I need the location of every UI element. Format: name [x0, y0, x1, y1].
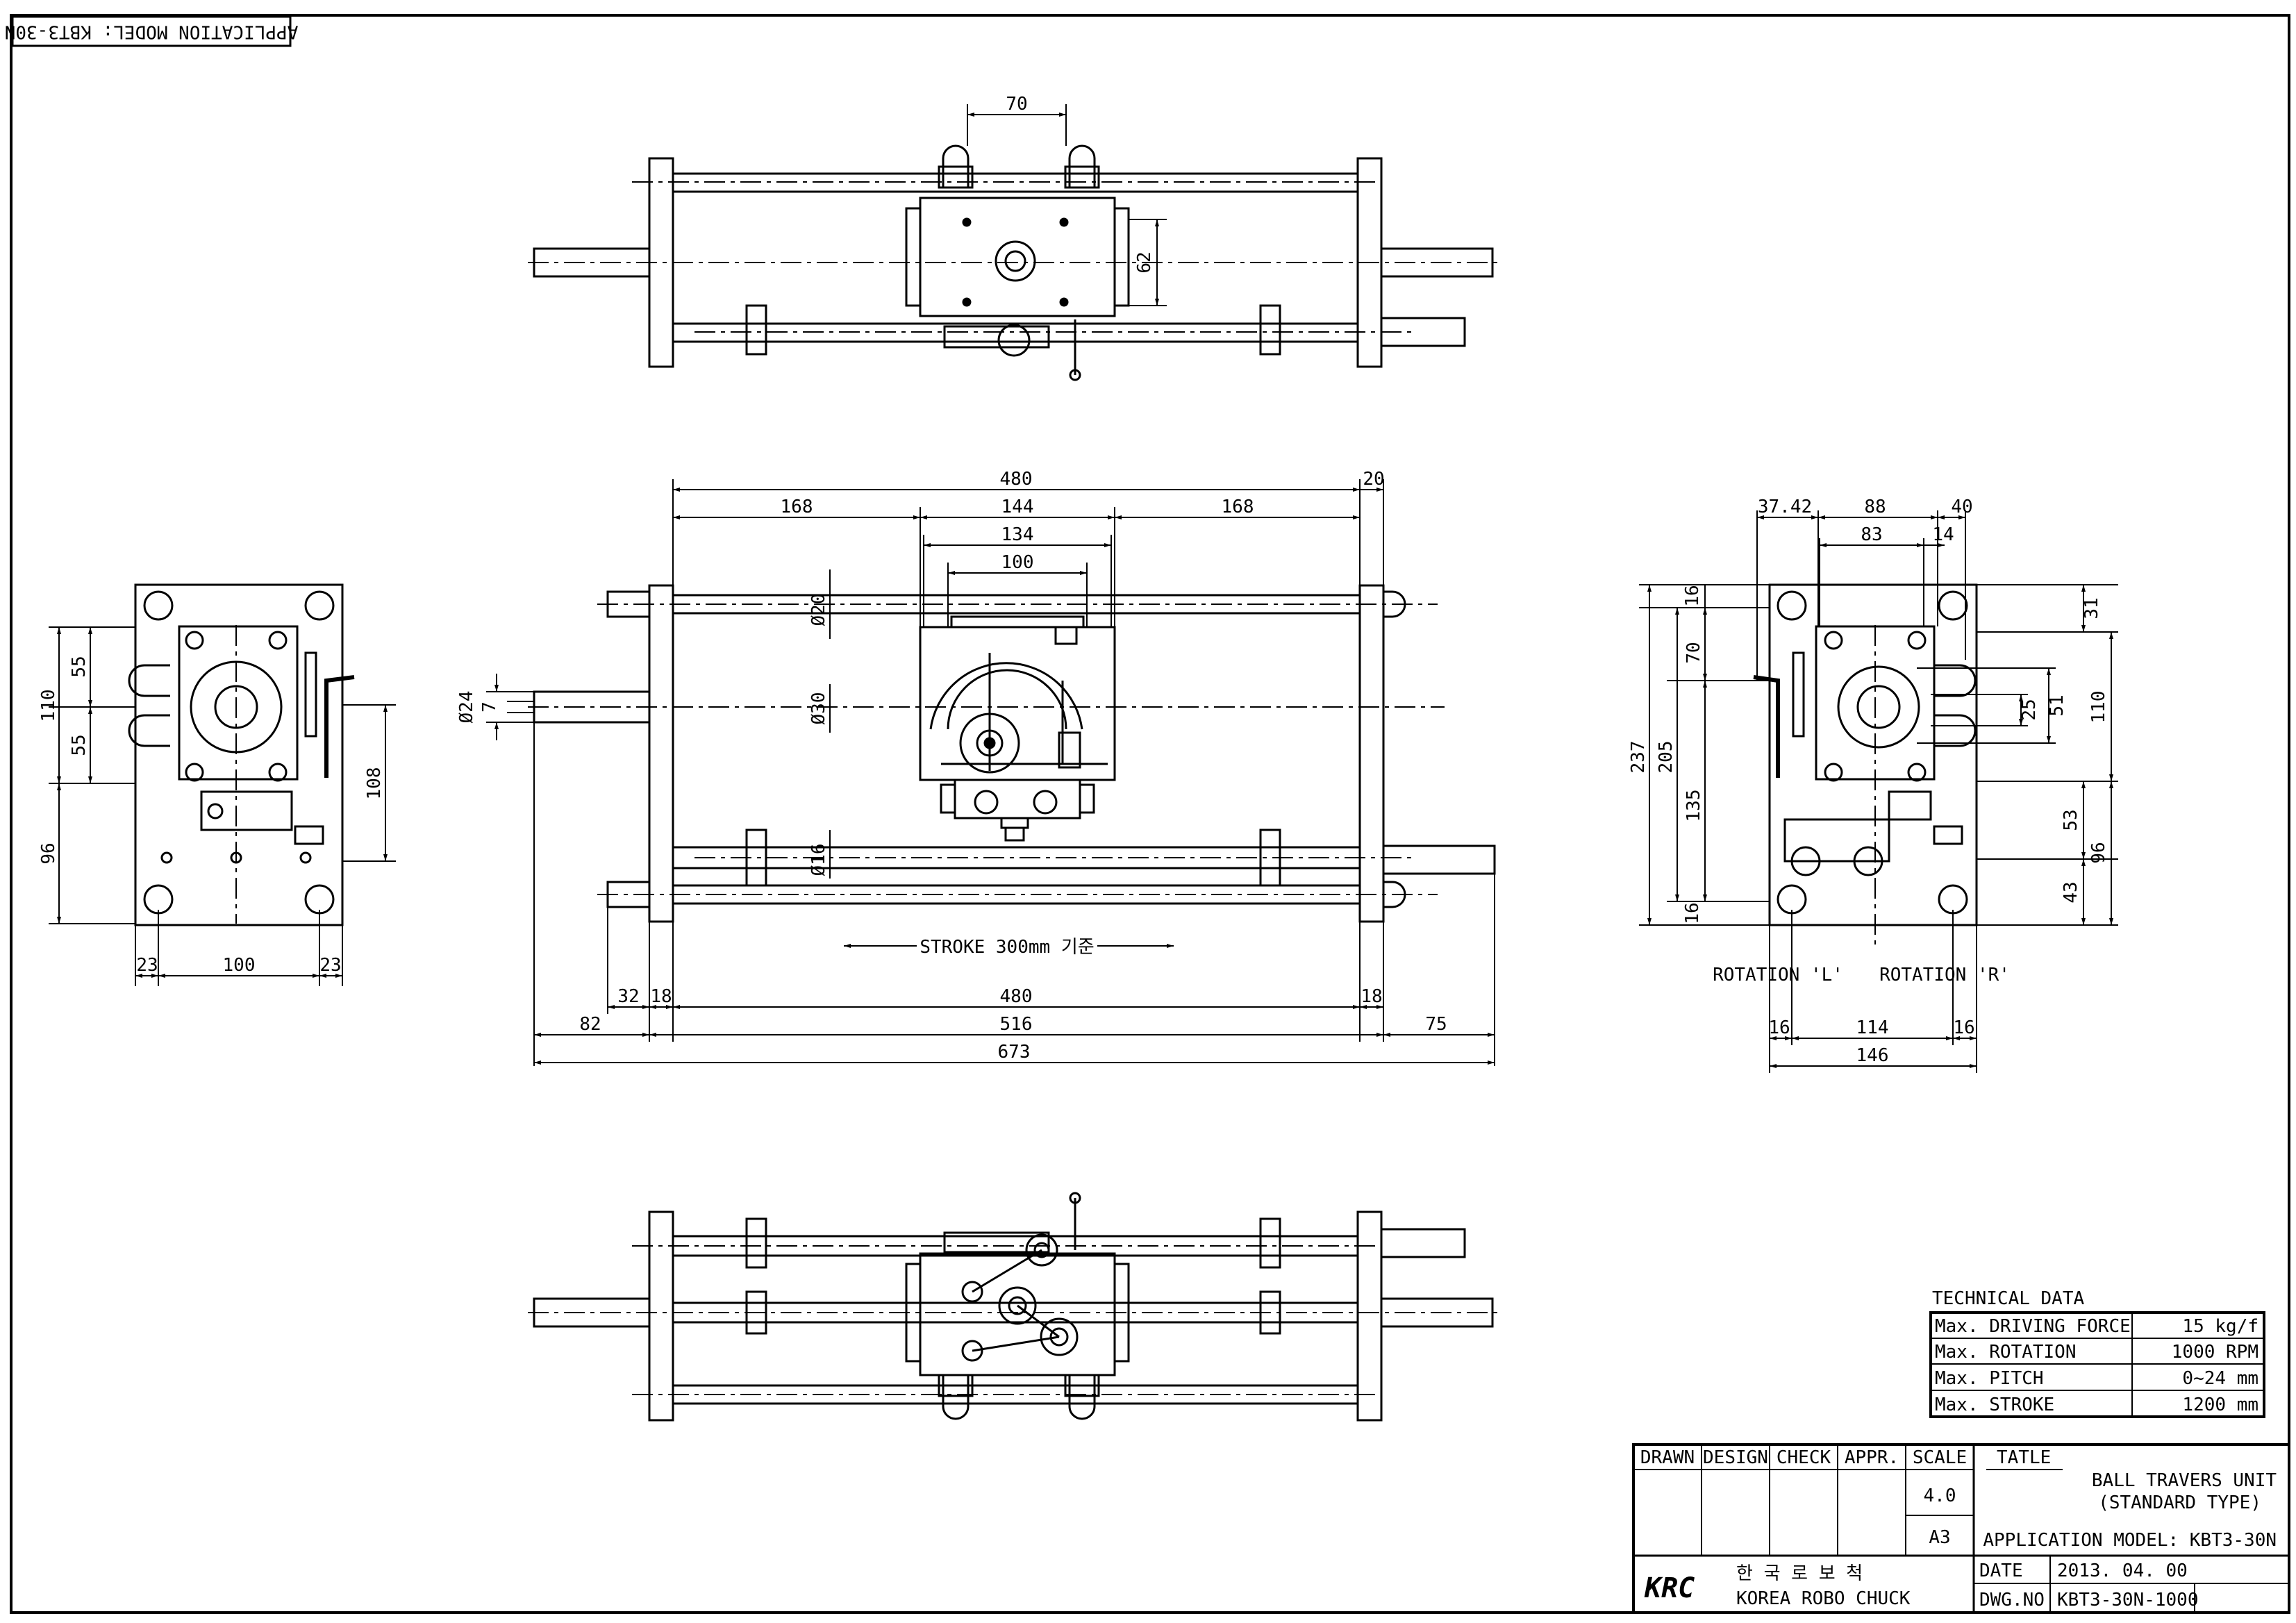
dwg-no-value: KBT3-30N-1000 [2057, 1590, 2199, 1610]
tech-row-value: 1000 RPM [2172, 1342, 2258, 1363]
company-korean-name: 한 국 로 보 척 [1736, 1563, 1863, 1584]
drawing-title-line2: (STANDARD TYPE) [2098, 1492, 2261, 1513]
title-block-header-scale: SCALE [1913, 1447, 1967, 1468]
dim-left-55-top: 55 [69, 656, 90, 677]
top-view-dims [967, 104, 1167, 306]
title-block-application-model: APPLICATION MODEL: KBT3-30N [1983, 1530, 2277, 1551]
date-value: 2013. 04. 00 [2057, 1560, 2188, 1581]
dim-front-144: 144 [1001, 497, 1034, 517]
application-model-tag-text: APPLICATION MODEL: KBT3-30N [5, 22, 299, 42]
application-model-tag: APPLICATION MODEL: KBT3-30N [5, 15, 299, 47]
technical-data-title: TECHNICAL DATA [1932, 1288, 2084, 1309]
title-block-header-design: DESIGN [1703, 1447, 1768, 1468]
scale-value: 4.0 [1924, 1485, 1956, 1506]
dim-right-53: 53 [2061, 809, 2081, 831]
dim-front-dia16: Ø16 [808, 844, 829, 876]
front-view [528, 584, 1496, 923]
dim-right-40: 40 [1951, 497, 1972, 517]
dim-right-114: 114 [1856, 1017, 1889, 1038]
left-side-view [128, 583, 355, 926]
company-english-name: KOREA ROBO CHUCK [1736, 1588, 1911, 1609]
dim-left-108: 108 [364, 767, 385, 800]
dim-right-146: 146 [1856, 1045, 1889, 1066]
top-view [528, 144, 1500, 381]
dim-front-168-right: 168 [1222, 497, 1254, 517]
title-block-header-appr: APPR. [1845, 1447, 1899, 1468]
tech-row-label: Max. DRIVING FORCE [1935, 1316, 2131, 1337]
tech-row-label: Max. ROTATION [1935, 1342, 2077, 1363]
bottom-view [528, 1192, 1500, 1422]
date-label: DATE [1979, 1560, 2023, 1581]
right-side-view [1753, 583, 1978, 944]
dim-front-100: 100 [1001, 552, 1034, 573]
title-block-header-tatle: TATLE [1997, 1447, 2051, 1468]
dwg-no-label: DWG.NO [1979, 1590, 2045, 1610]
title-block-header-check: CHECK [1777, 1447, 1831, 1468]
dim-right-51: 51 [2047, 694, 2068, 716]
sheet-border [10, 14, 2290, 1614]
dim-front-18-right: 18 [1361, 986, 1382, 1007]
technical-data-table [1929, 1311, 2265, 1418]
dim-right-135: 135 [1683, 790, 1704, 822]
dim-front-168-left: 168 [781, 497, 813, 517]
dim-left-96: 96 [38, 842, 59, 864]
tech-row-label: Max. STROKE [1935, 1395, 2054, 1415]
dim-front-134: 134 [1001, 524, 1034, 545]
tech-row-value: 1200 mm [2182, 1395, 2258, 1415]
dim-left-23-right: 23 [319, 955, 341, 976]
company-logo: KRC [1644, 1572, 1695, 1604]
dim-left-100: 100 [223, 955, 256, 976]
dim-right-16-top: 16 [1682, 585, 1703, 606]
dim-left-110: 110 [38, 690, 59, 722]
dim-right-70: 70 [1683, 642, 1704, 663]
title-block [1632, 1443, 2290, 1614]
dim-front-32: 32 [617, 986, 639, 1007]
rotation-label-r: ROTATION 'R' [1879, 965, 2010, 985]
dim-top-62: 62 [1134, 251, 1155, 273]
dim-left-23-left: 23 [136, 955, 158, 976]
dim-right-83: 83 [1861, 524, 1882, 545]
dim-right-205: 205 [1656, 741, 1677, 774]
dim-front-673: 673 [998, 1042, 1031, 1063]
dim-right-25: 25 [2019, 699, 2040, 720]
tech-row-label: Max. PITCH [1935, 1368, 2044, 1389]
dim-left-55-bottom: 55 [69, 734, 90, 756]
dim-front-82: 82 [579, 1014, 601, 1035]
dim-front-516: 516 [1000, 1014, 1033, 1035]
dim-top-70: 70 [1006, 94, 1027, 115]
dim-front-dia24: Ø24 [456, 691, 477, 724]
rotation-label-l: ROTATION 'L' [1713, 965, 1843, 985]
dim-front-dia30: Ø30 [808, 692, 829, 725]
dim-right-16-right: 16 [1953, 1017, 1974, 1038]
stroke-label: STROKE 300mm 기준 [920, 937, 1094, 958]
dim-right-14: 14 [1932, 524, 1954, 545]
dim-front-75: 75 [1425, 1014, 1447, 1035]
front-view-dims [486, 479, 1495, 1066]
drawing-title-line1: BALL TRAVERS UNIT [2092, 1470, 2277, 1491]
dim-right-96: 96 [2088, 842, 2109, 863]
sheet-size: A3 [1929, 1527, 1950, 1548]
tech-row-value: 0~24 mm [2182, 1368, 2258, 1389]
dim-right-37-42: 37.42 [1758, 497, 1812, 517]
tech-row-value: 15 kg/f [2182, 1316, 2258, 1337]
dim-front-18-left: 18 [650, 986, 672, 1007]
left-side-view-dims [49, 626, 396, 986]
dim-right-16-bottom: 16 [1682, 902, 1703, 924]
dim-front-7: 7 [479, 701, 500, 713]
dim-right-43: 43 [2061, 881, 2081, 903]
dim-front-480-bottom: 480 [1000, 986, 1033, 1007]
dim-right-16-left: 16 [1768, 1017, 1790, 1038]
title-block-header-drawn: DRAWN [1640, 1447, 1695, 1468]
dim-front-dia20: Ø20 [808, 594, 829, 626]
dim-right-88: 88 [1864, 497, 1886, 517]
dim-front-20: 20 [1363, 469, 1384, 490]
dim-front-480-top: 480 [1000, 469, 1033, 490]
dim-right-110: 110 [2088, 691, 2109, 724]
dim-right-31: 31 [2081, 597, 2102, 619]
right-side-view-dims [1639, 510, 2118, 1073]
dim-right-237: 237 [1628, 741, 1649, 774]
